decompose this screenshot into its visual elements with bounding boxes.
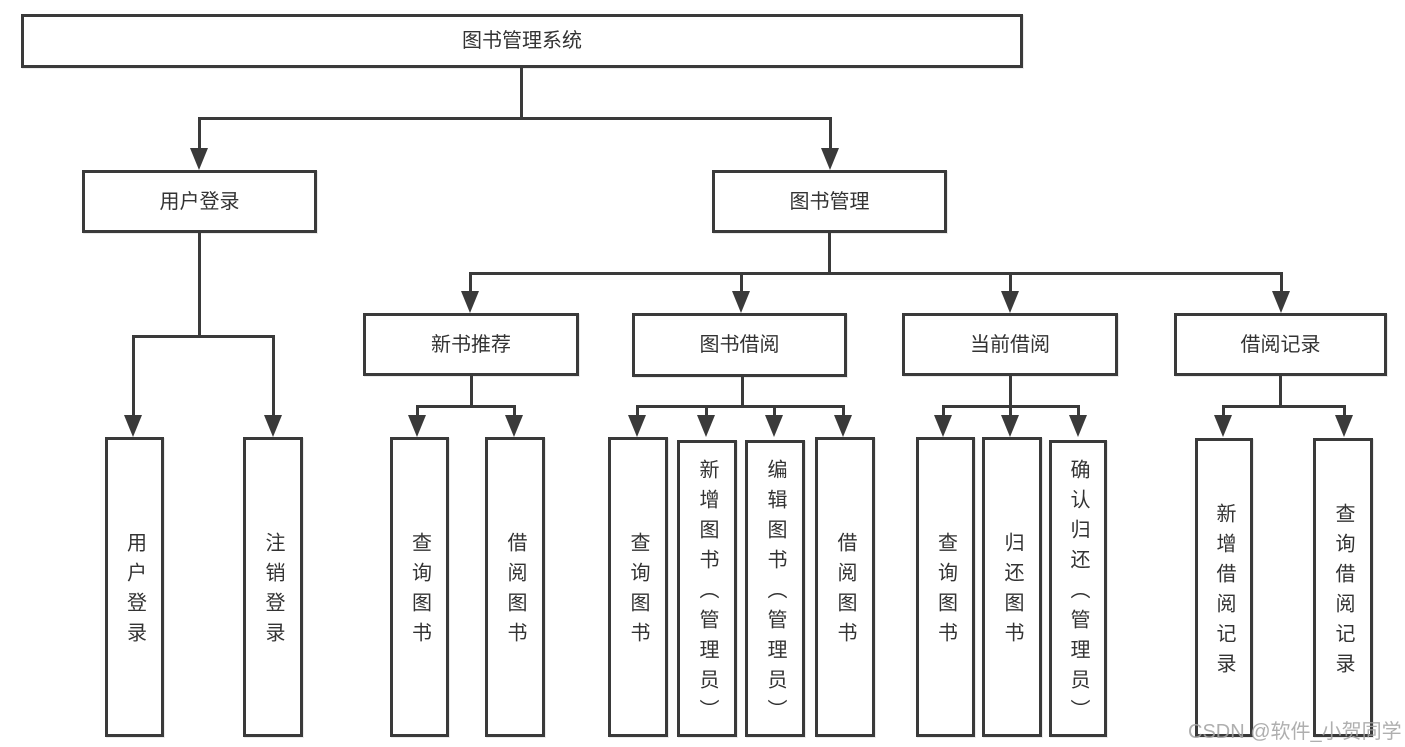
- arrow-down-icon: [732, 291, 750, 313]
- leaf-confirm-return-admin: 确认归还（管理员）: [1049, 440, 1107, 737]
- arrow-down-icon: [765, 415, 783, 437]
- connector-line: [520, 68, 523, 120]
- connector-line: [416, 405, 419, 417]
- connector-line: [1009, 376, 1012, 407]
- arrow-down-icon: [1001, 415, 1019, 437]
- node-current-borrowing: 当前借阅: [902, 313, 1118, 376]
- leaf-borrow-books-1: 借阅图书: [485, 437, 545, 737]
- arrow-down-icon: [461, 291, 479, 313]
- arrow-down-icon: [1214, 415, 1232, 437]
- arrow-down-icon: [834, 415, 852, 437]
- arrow-down-icon: [505, 415, 523, 437]
- leaf-edit-books-admin-label: 编辑图书（管理员）: [764, 458, 786, 729]
- connector-line: [469, 272, 1282, 275]
- node-borrow-records: 借阅记录: [1174, 313, 1387, 376]
- arrow-down-icon: [1069, 415, 1087, 437]
- node-root-label: 图书管理系统: [462, 30, 582, 52]
- leaf-query-borrow-record: 查询借阅记录: [1313, 438, 1373, 737]
- connector-line: [1343, 405, 1346, 417]
- connector-line: [416, 405, 516, 408]
- leaf-add-borrow-record: 新增借阅记录: [1195, 438, 1253, 737]
- arrow-down-icon: [264, 415, 282, 437]
- connector-line: [636, 405, 844, 408]
- connector-line: [1077, 405, 1080, 417]
- connector-line: [132, 335, 275, 338]
- csdn-watermark: CSDN @软件_小贺同学: [1188, 721, 1402, 743]
- arrow-down-icon: [1335, 415, 1353, 437]
- arrow-down-icon: [697, 415, 715, 437]
- connector-line: [1009, 272, 1012, 293]
- arrow-down-icon: [1001, 291, 1019, 313]
- node-book-management: 图书管理: [712, 170, 947, 233]
- arrow-down-icon: [124, 415, 142, 437]
- arrow-down-icon: [934, 415, 952, 437]
- node-user-login: 用户登录: [82, 170, 317, 233]
- connector-line: [705, 405, 708, 417]
- node-borrow-records-label: 借阅记录: [1240, 333, 1321, 356]
- leaf-borrow-books-2-label: 借阅图书: [834, 532, 856, 652]
- connector-line: [829, 117, 832, 151]
- connector-line: [469, 272, 472, 293]
- connector-line: [198, 117, 201, 151]
- connector-line: [1279, 376, 1282, 407]
- node-root: 图书管理系统: [21, 14, 1023, 68]
- arrow-down-icon: [1272, 291, 1290, 313]
- node-new-book-recommend-label: 新书推荐: [431, 333, 511, 356]
- leaf-return-books-label: 归还图书: [1001, 532, 1023, 652]
- leaf-query-books-3-label: 查询图书: [934, 532, 957, 652]
- leaf-confirm-return-admin-label: 确认归还（管理员）: [1067, 458, 1089, 729]
- leaf-add-borrow-record-label: 新增借阅记录: [1213, 502, 1235, 683]
- arrow-down-icon: [408, 415, 426, 437]
- connector-line: [828, 232, 831, 275]
- leaf-add-books-admin: 新增图书（管理员）: [677, 440, 737, 737]
- connector-line: [636, 405, 639, 417]
- node-new-book-recommend: 新书推荐: [363, 313, 579, 376]
- node-book-borrowing-label: 图书借阅: [699, 334, 780, 356]
- connector-line: [740, 272, 743, 293]
- connector-line: [1222, 405, 1225, 417]
- leaf-query-borrow-record-label: 查询借阅记录: [1332, 502, 1354, 683]
- leaf-logout: 注销登录: [243, 437, 303, 737]
- connector-line: [842, 405, 845, 417]
- arrow-down-icon: [821, 148, 839, 170]
- node-book-borrowing: 图书借阅: [632, 313, 847, 377]
- leaf-query-books-2-label: 查询图书: [627, 532, 649, 652]
- connector-line: [942, 405, 945, 417]
- connector-line: [272, 335, 275, 417]
- arrow-down-icon: [190, 148, 208, 170]
- leaf-return-books: 归还图书: [982, 437, 1042, 737]
- node-current-borrowing-label: 当前借阅: [970, 333, 1050, 356]
- leaf-query-books-3: 查询图书: [916, 437, 975, 737]
- connector-line: [470, 376, 473, 407]
- arrow-down-icon: [628, 415, 646, 437]
- leaf-query-books-1-label: 查询图书: [408, 532, 431, 652]
- connector-line: [773, 405, 776, 417]
- leaf-borrow-books-1-label: 借阅图书: [504, 532, 526, 652]
- leaf-edit-books-admin: 编辑图书（管理员）: [745, 440, 805, 737]
- connector-line: [1009, 405, 1012, 417]
- connector-line: [132, 335, 135, 417]
- connector-line: [198, 232, 201, 338]
- node-book-management-label: 图书管理: [789, 190, 870, 213]
- leaf-user-login: 用户登录: [105, 437, 164, 737]
- node-user-login-label: 用户登录: [159, 190, 240, 213]
- leaf-add-books-admin-label: 新增图书（管理员）: [696, 458, 718, 729]
- leaf-query-books-1: 查询图书: [390, 437, 449, 737]
- leaf-logout-label: 注销登录: [262, 532, 284, 652]
- leaf-query-books-2: 查询图书: [608, 437, 668, 737]
- leaf-user-login-label: 用户登录: [123, 532, 146, 652]
- connector-line: [1280, 272, 1283, 293]
- connector-line: [1222, 405, 1345, 408]
- connector-line: [513, 405, 516, 417]
- connector-line: [198, 117, 832, 120]
- leaf-borrow-books-2: 借阅图书: [815, 437, 875, 737]
- connector-line: [741, 377, 744, 407]
